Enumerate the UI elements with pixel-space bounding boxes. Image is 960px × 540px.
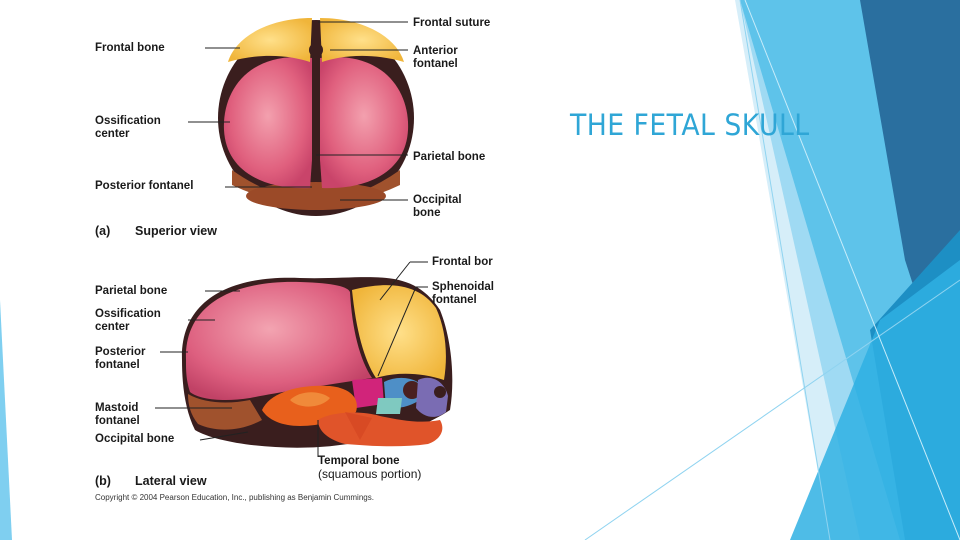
label-frontal-suture: Frontal suture — [413, 17, 491, 29]
lateral-leader-lines — [155, 261, 428, 457]
lateral-skull — [181, 277, 453, 448]
superior-parietal-left — [223, 56, 312, 189]
superior-skull — [218, 18, 414, 216]
superior-leader-lines — [188, 21, 408, 201]
caption-letter-b: (b) — [95, 474, 111, 488]
lateral-frontal-bone — [352, 285, 446, 380]
label-temporal-squamous: (squamous portion) — [318, 467, 422, 481]
label-anterior-fontanel: Anterior fontanel — [413, 45, 458, 70]
label-temporal-bone: Temporal bone — [318, 455, 400, 467]
label-occipital-bone-lateral: Occipital bone — [95, 433, 175, 445]
label-occipital-bone-superior: Occipital bone — [413, 194, 462, 219]
label-ossification-center-lateral: Ossification center — [95, 308, 161, 333]
bright-blue-lower — [790, 260, 960, 540]
caption-superior-view: Superior view — [135, 224, 217, 238]
caption-lateral-view: Lateral view — [135, 474, 207, 488]
label-sphenoidal-fontanel: Sphenoidal fontanel — [432, 281, 494, 306]
label-parietal-bone-lateral: Parietal bone — [95, 285, 168, 297]
figure-copyright: Copyright © 2004 Pearson Education, Inc.… — [95, 493, 374, 502]
label-frontal-bone-lateral: Frontal bor — [432, 256, 493, 268]
lateral-sphenoid-magenta — [352, 378, 384, 408]
thin-line-3 — [744, 0, 960, 540]
label-frontal-bone-superior: Frontal bone — [95, 42, 165, 54]
caption-letter-a: (a) — [95, 224, 111, 238]
thin-line-1 — [739, 0, 831, 540]
thin-line-2 — [584, 279, 960, 540]
label-mastoid-fontanel: Mastoid fontanel — [95, 402, 140, 427]
lateral-occipital-bone — [188, 394, 262, 430]
label-parietal-bone-superior: Parietal bone — [413, 151, 486, 163]
label-posterior-fontanel-lateral: Posterior fontanel — [95, 346, 146, 371]
lateral-parietal-bone — [185, 281, 372, 400]
slide-title: THE FETAL SKULL — [570, 108, 810, 142]
label-posterior-fontanel-superior: Posterior fontanel — [95, 180, 194, 192]
lateral-mandible — [318, 412, 443, 447]
left-edge-strip — [0, 300, 12, 540]
superior-frontal-left — [228, 18, 312, 62]
label-ossification-center-superior: Ossification center — [95, 115, 161, 140]
superior-frontal-right — [320, 18, 404, 62]
